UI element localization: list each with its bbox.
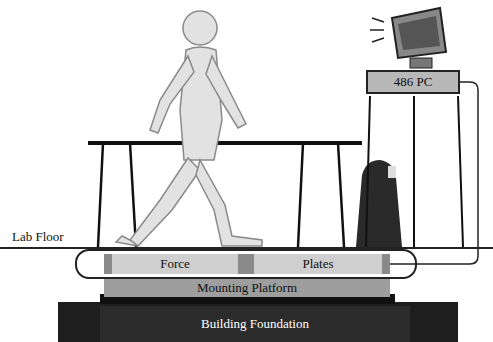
foundation-box: Building Foundation — [100, 306, 410, 342]
monitor-screen — [398, 16, 440, 50]
monitor — [392, 8, 446, 58]
floor-label: Lab Floor — [12, 229, 64, 245]
walking-person — [116, 11, 262, 246]
console-panel — [388, 166, 396, 178]
console — [356, 160, 402, 247]
signal-cable — [390, 82, 478, 264]
node-label: Building Foundation — [201, 317, 309, 331]
sound-line — [372, 18, 384, 22]
handrail-leg — [298, 143, 303, 247]
table-leg — [413, 96, 415, 247]
node-label: Mounting Platform — [197, 281, 297, 295]
force-plate: Force — [104, 254, 246, 274]
table-leg — [366, 96, 370, 247]
force-plate: Plates — [246, 254, 390, 274]
handrail-leg — [338, 143, 344, 247]
lab-floor-line — [0, 247, 493, 249]
plate-enclosure — [76, 250, 416, 278]
sound-line — [372, 38, 384, 42]
sound-line — [370, 29, 384, 31]
node-label: 486 PC — [394, 75, 433, 89]
computer-box: 486 PC — [366, 70, 460, 94]
handrail-leg — [130, 143, 136, 247]
foundation-band — [58, 302, 458, 342]
node-label: Plates — [302, 257, 333, 271]
monitor-stand — [410, 58, 432, 68]
node-label: Force — [160, 257, 190, 271]
mounting-platform: Mounting Platform — [104, 279, 390, 297]
table-leg — [458, 96, 463, 247]
handrail-leg — [98, 143, 103, 247]
